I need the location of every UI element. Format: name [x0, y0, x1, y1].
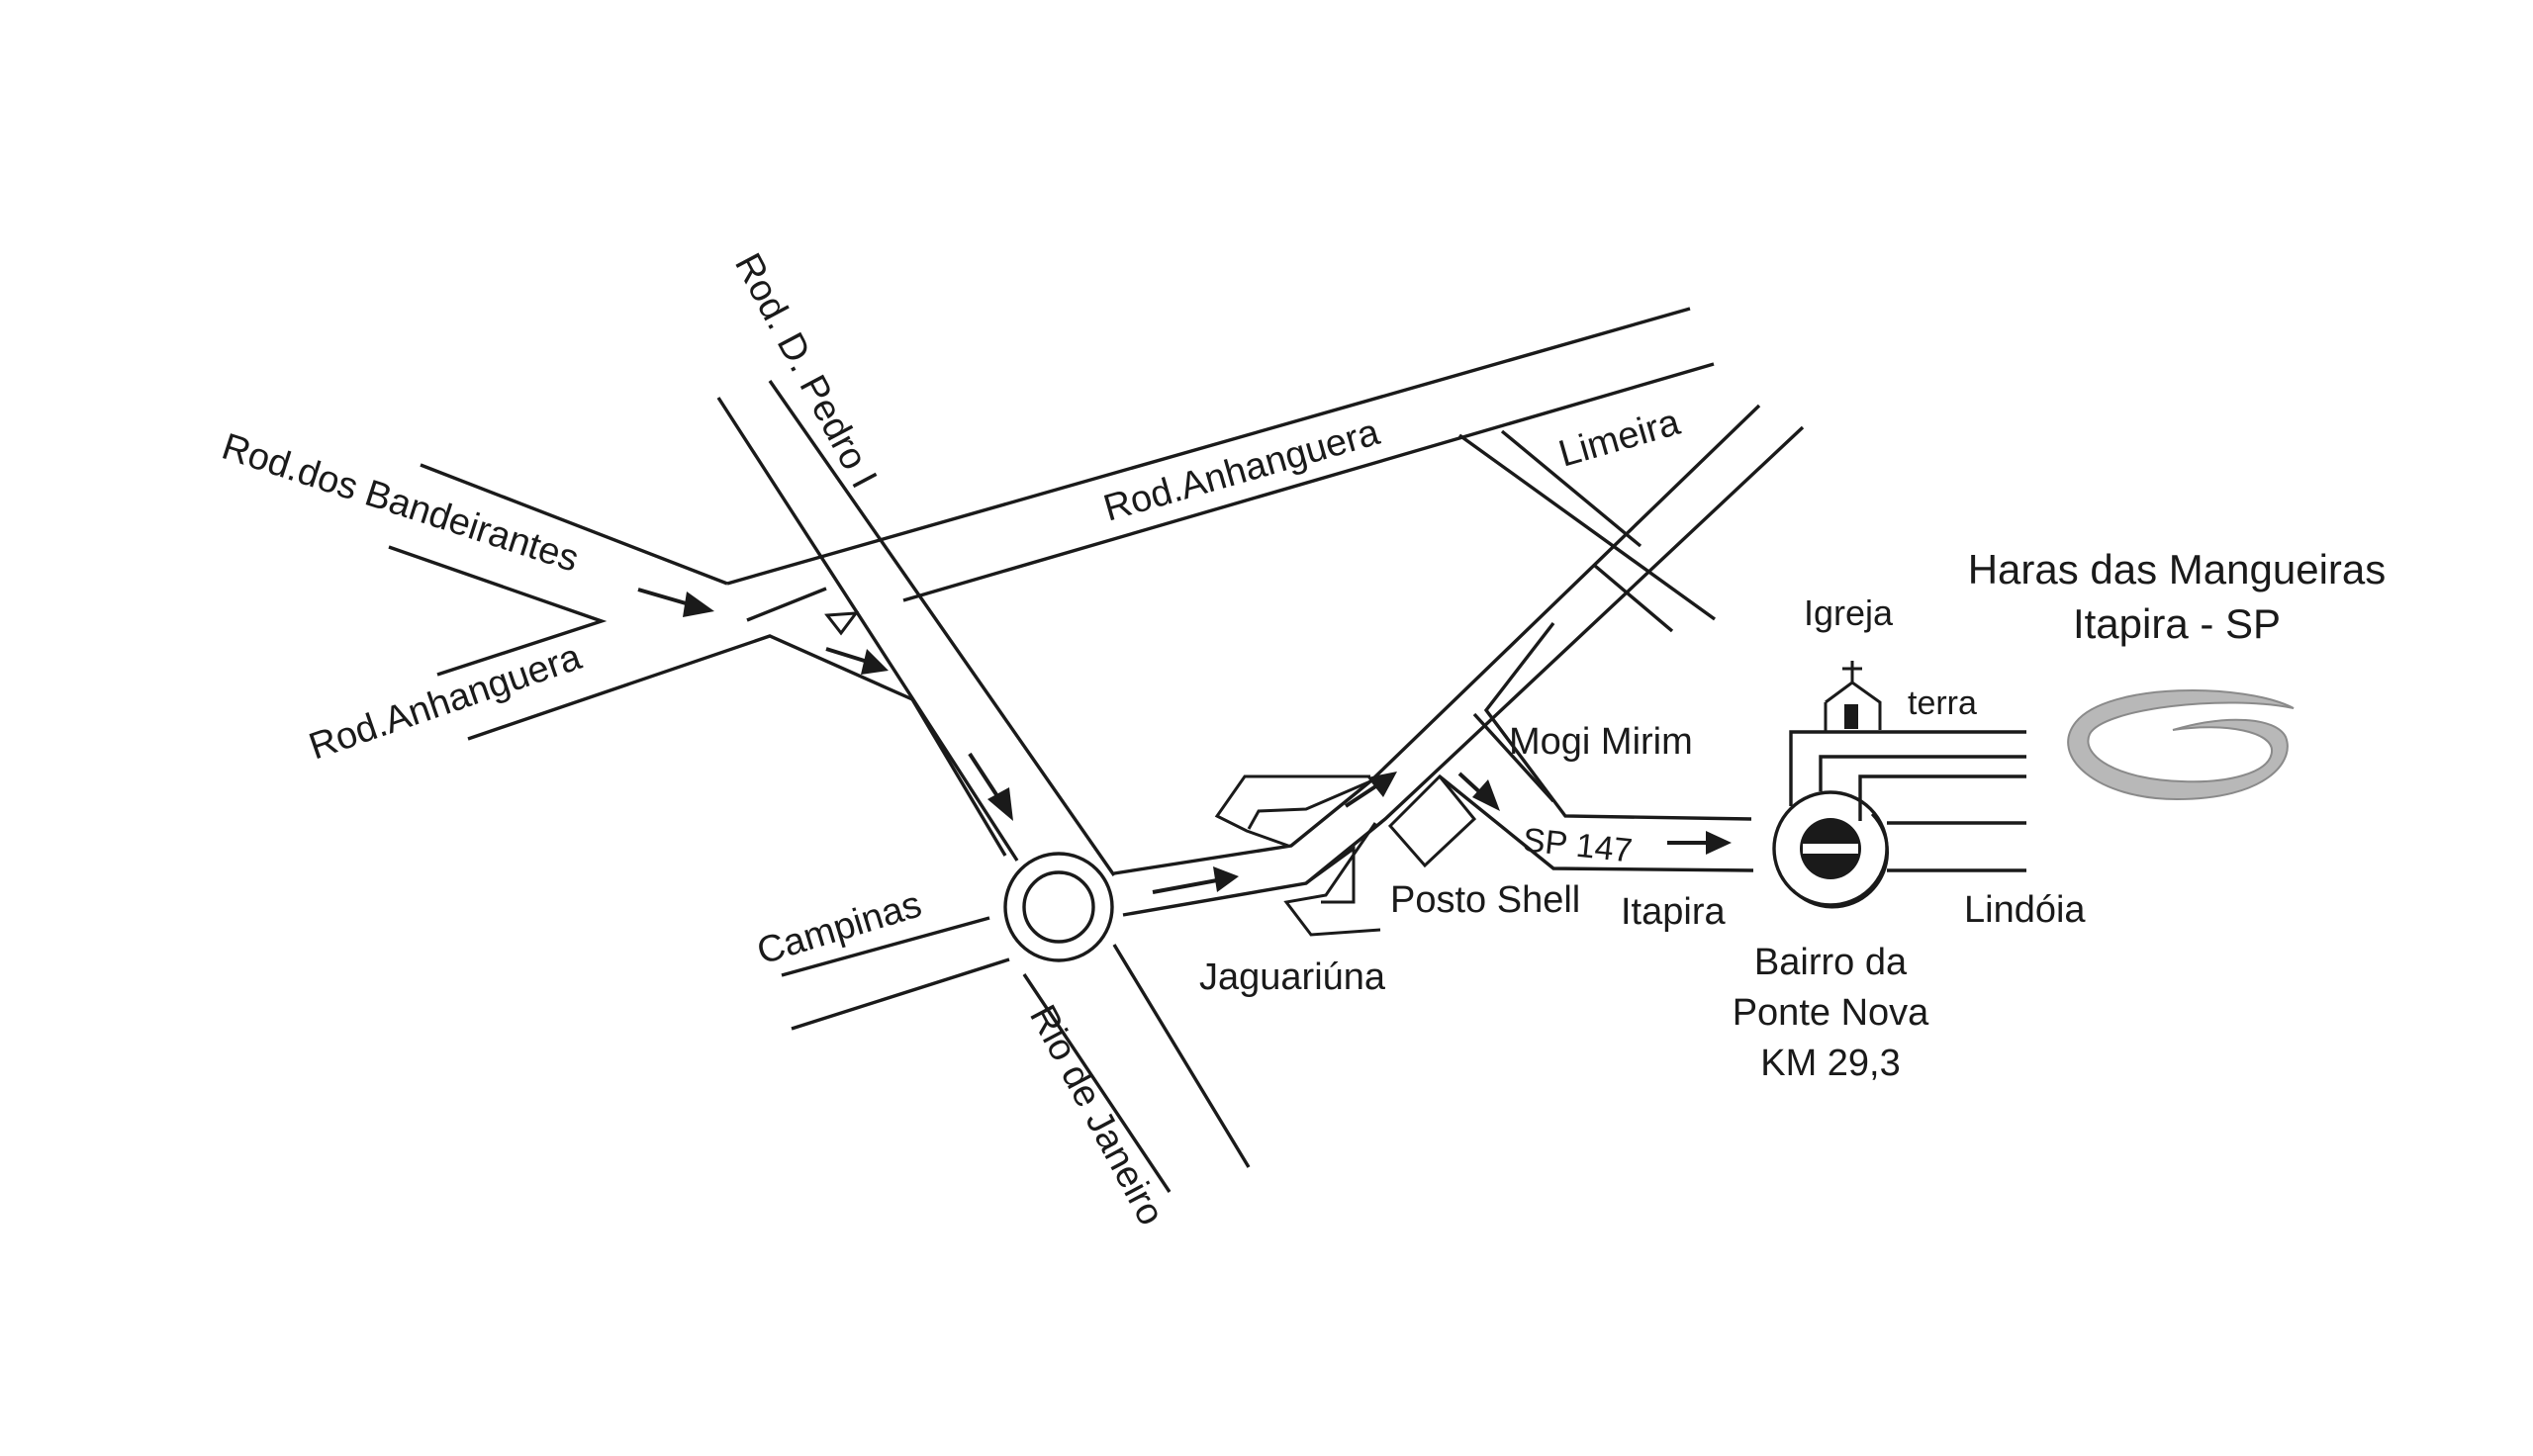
destination-subtitle: Itapira - SP	[2073, 600, 2281, 647]
label-terra: terra	[1908, 684, 1977, 722]
label-bandeirantes: Rod.dos Bandeirantes	[217, 426, 584, 581]
label-bairro-line3: KM 29,3	[1760, 1043, 1901, 1084]
road-sp147	[1113, 404, 1805, 917]
label-bairro-line2: Ponte Nova	[1733, 992, 1929, 1034]
label-itapira: Itapira	[1621, 891, 1726, 933]
church-icon	[1824, 661, 1882, 732]
label-rio-de-janeiro: Rio de Janeiro	[1021, 999, 1172, 1232]
haras-logo-icon	[2067, 688, 2295, 801]
interchange-jaguariuna	[1214, 774, 1477, 937]
arrow-sp147	[1667, 831, 1732, 855]
label-jaguariuna: Jaguariúna	[1199, 956, 1386, 998]
road-limeira	[1458, 429, 1716, 633]
road-sp147-east	[1438, 621, 1754, 872]
label-sp147: SP 147	[1521, 821, 1634, 869]
label-mogi-mirim: Mogi Mirim	[1509, 721, 1693, 763]
arrow-anhanguera-west	[825, 647, 889, 675]
arrow-dpedro	[968, 752, 1013, 821]
road-anhanguera-north	[726, 307, 1715, 602]
label-limeira: Limeira	[1554, 402, 1685, 476]
arrow-to-jaguariuna	[1152, 866, 1239, 894]
arrow-mogi	[1457, 772, 1500, 811]
label-bairro-line1: Bairro da	[1754, 942, 1908, 983]
label-igreja: Igreja	[1804, 592, 1894, 633]
label-lindoia: Lindóia	[1964, 889, 2086, 931]
road-terra	[1789, 730, 2026, 872]
road-dpedro	[716, 380, 1251, 1193]
road-campinas	[781, 916, 1010, 1031]
label-anhanguera-north: Rod.Anhanguera	[1099, 411, 1385, 530]
label-dpedro: Rod. D. Pedro I	[726, 247, 885, 496]
arrow-interchange	[1344, 772, 1397, 808]
label-posto-shell: Posto Shell	[1390, 879, 1580, 921]
roundabout-east	[1772, 790, 1890, 909]
label-anhanguera-west: Rod.Anhanguera	[304, 636, 587, 769]
junction-triangle	[824, 611, 860, 636]
roundabout-west	[1003, 852, 1114, 962]
arrow-bandeirantes	[637, 588, 714, 617]
destination-title: Haras das Mangueiras	[1968, 546, 2387, 592]
road-bandeirantes	[388, 463, 913, 741]
